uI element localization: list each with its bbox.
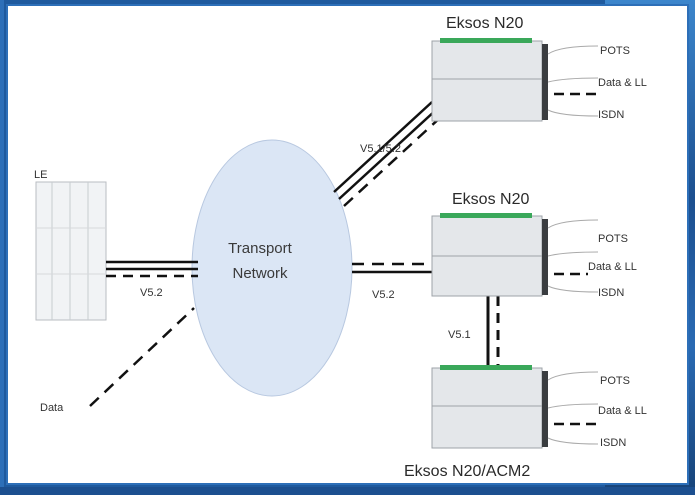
network-label-line2: Network [232, 265, 288, 282]
device-top-title: Eksos N20 [446, 15, 523, 32]
device-top [431, 38, 548, 122]
port-top-data: Data & LL [598, 77, 647, 89]
port-top-pots: POTS [600, 45, 630, 57]
diagram-panel: LE Transport Network V5.2 Data V5.1/5.2 … [6, 4, 689, 485]
device-bottom [431, 365, 548, 449]
link-network-mid-device [352, 262, 432, 274]
le-label: LE [34, 169, 47, 181]
link-le-label: V5.2 [140, 287, 163, 299]
left-border-strip [0, 0, 4, 495]
ports-bottom-leaders [547, 371, 599, 445]
ports-top-leaders [547, 45, 599, 117]
link-top-label: V5.1/5.2 [360, 143, 401, 155]
port-bottom-data: Data & LL [598, 405, 647, 417]
port-top-isdn: ISDN [598, 109, 624, 121]
device-bottom-title: Eksos N20/ACM2 [404, 463, 530, 480]
port-bottom-pots: POTS [600, 375, 630, 387]
link-network-top-device [333, 101, 443, 207]
network-label-line1: Transport [228, 240, 292, 257]
ports-mid-leaders [547, 219, 599, 293]
port-mid-data: Data & LL [588, 261, 637, 273]
bottom-border-strip [0, 487, 695, 495]
port-bottom-isdn: ISDN [600, 437, 626, 449]
data-link [89, 307, 195, 407]
device-mid-title: Eksos N20 [452, 191, 529, 208]
device-mid [431, 213, 548, 297]
link-vertical-label: V5.1 [448, 329, 471, 341]
link-le-network [106, 260, 198, 278]
network-diagram: LE Transport Network V5.2 Data V5.1/5.2 … [34, 15, 647, 480]
link-mid-label: V5.2 [372, 289, 395, 301]
link-mid-bottom-device [486, 296, 500, 368]
data-label: Data [40, 402, 64, 414]
port-mid-isdn: ISDN [598, 287, 624, 299]
le-rack [35, 181, 107, 321]
port-mid-pots: POTS [598, 233, 628, 245]
